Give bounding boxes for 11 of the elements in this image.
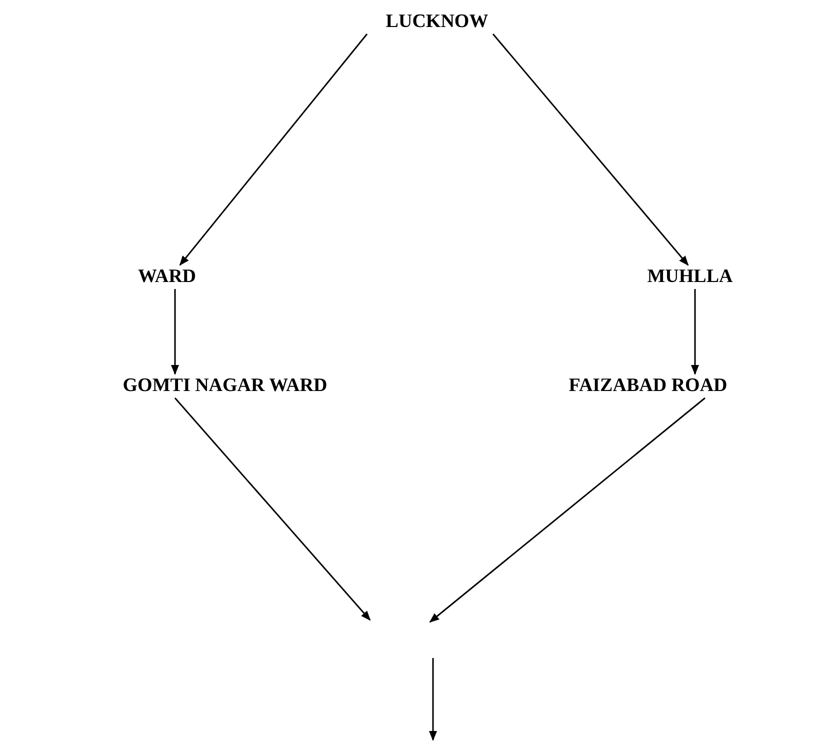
node-label: FAIZABAD ROAD xyxy=(568,374,728,398)
arrow xyxy=(492,34,689,266)
node-label: LUCKNOW xyxy=(386,10,488,34)
node-label: MUHLLA xyxy=(647,265,733,289)
arrow xyxy=(174,398,371,621)
arrow xyxy=(179,34,368,266)
arrow xyxy=(429,397,706,623)
node-label: WARD xyxy=(138,265,196,289)
arrow xyxy=(691,289,699,375)
node-label: GOMTI NAGAR WARD xyxy=(122,374,328,398)
arrow xyxy=(171,289,179,375)
